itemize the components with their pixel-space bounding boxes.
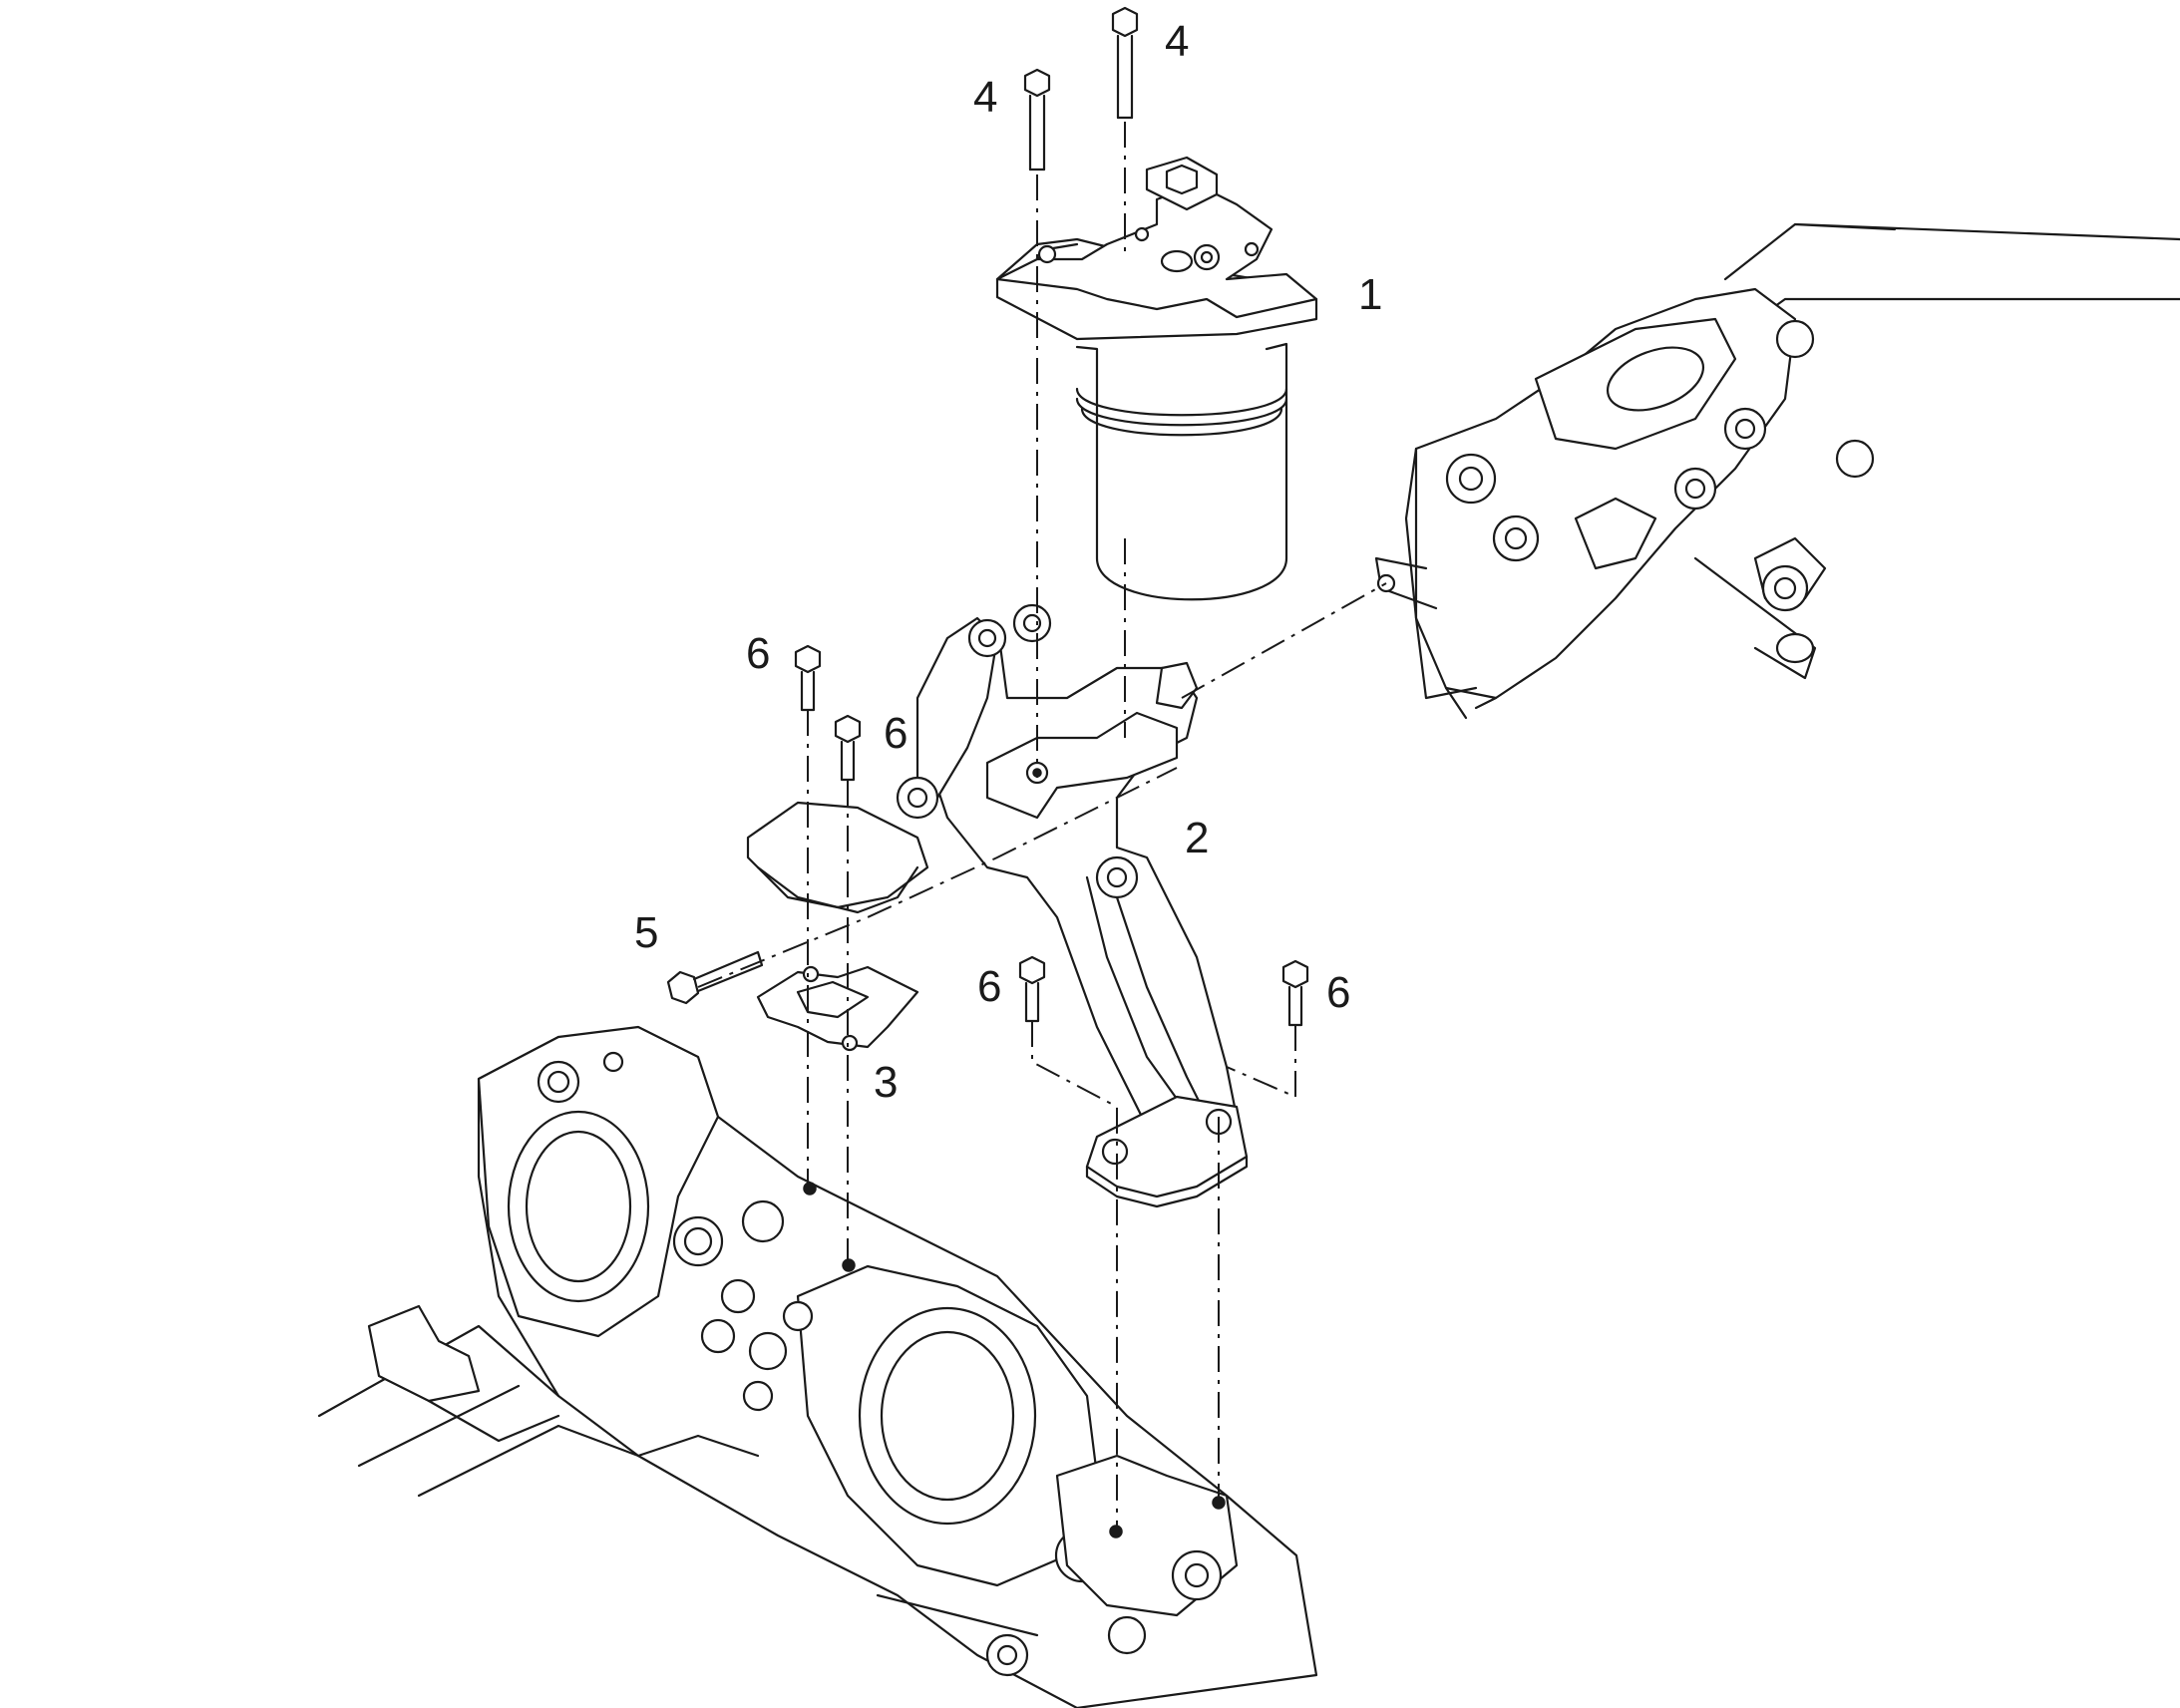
bolt-6-a [794, 644, 822, 712]
assembly-centerlines [697, 122, 1387, 1536]
callout-6-c: 6 [977, 962, 1001, 1011]
fuel-filter-housing [995, 156, 1318, 601]
bolt-4-right [1111, 6, 1139, 120]
bolt-6-c [1018, 955, 1046, 1023]
gasket-assembly [746, 801, 929, 1052]
mounting-bracket [896, 603, 1249, 1208]
bolt-6-b [834, 714, 862, 782]
callout-4-left: 4 [973, 73, 997, 122]
callout-1: 1 [1358, 270, 1382, 319]
callout-2: 2 [1185, 814, 1209, 862]
callout-4-right: 4 [1165, 17, 1189, 66]
bolt-6-d [1281, 959, 1309, 1027]
callout-6-b: 6 [884, 709, 908, 758]
engine-block [317, 1025, 1318, 1708]
callout-5: 5 [634, 908, 658, 957]
engine-section-right [1374, 222, 2180, 720]
bolt-4-left [1023, 68, 1051, 171]
bolt-5 [666, 950, 764, 1005]
callout-6-a: 6 [746, 629, 770, 678]
callout-6-d: 6 [1326, 968, 1350, 1017]
callout-labels: 1 2 3 4 4 5 6 6 6 6 [634, 17, 1382, 1107]
callout-3: 3 [874, 1058, 898, 1107]
